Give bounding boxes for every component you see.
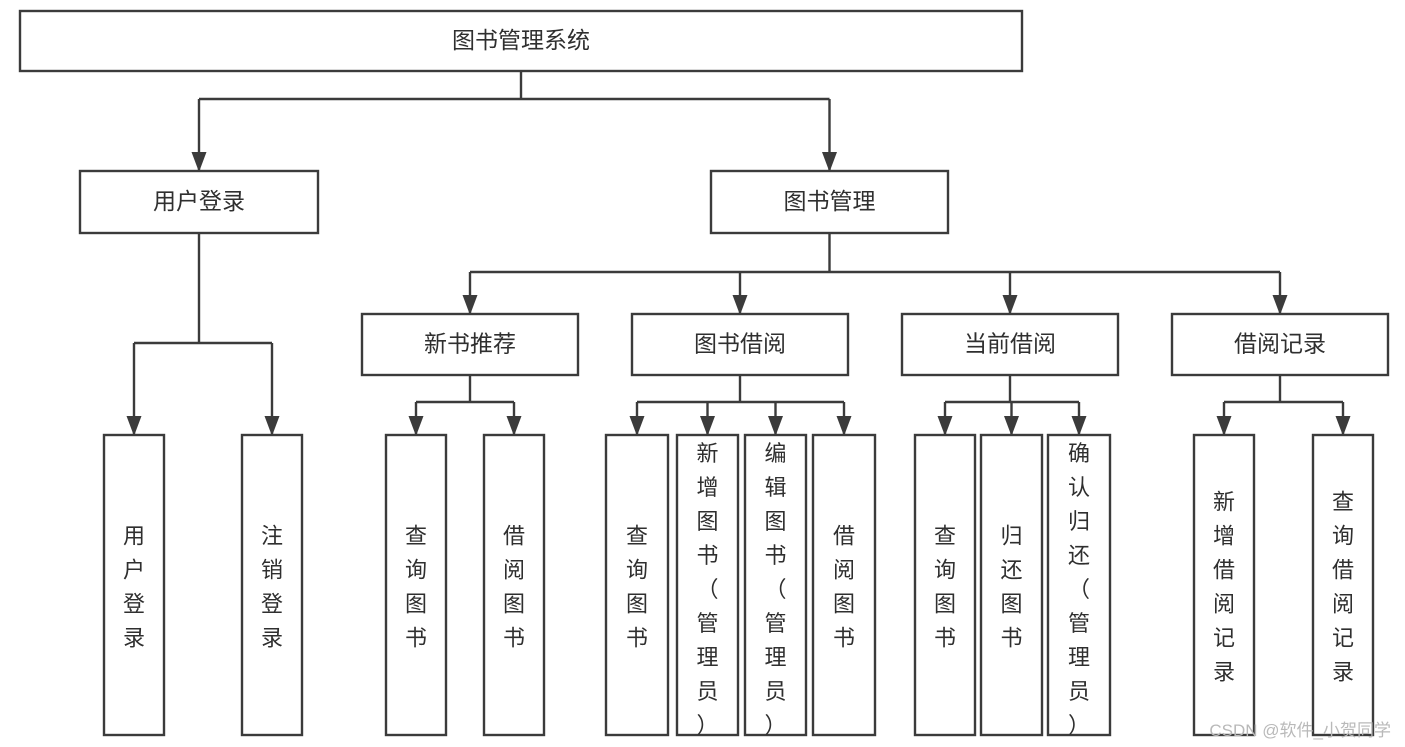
node-label: 图书管理系统 — [452, 27, 590, 53]
arrow-head-icon — [264, 416, 280, 436]
node-box[interactable] — [900, 312, 1120, 377]
node-box[interactable] — [811, 433, 877, 737]
node-leaf-borrow-query[interactable]: 查询图书 — [604, 433, 670, 737]
node-label: 归还图书 — [1000, 524, 1022, 651]
node-label: 查询借阅记录 — [1332, 490, 1354, 685]
node-box[interactable] — [18, 9, 1024, 73]
node-box[interactable] — [384, 433, 448, 737]
node-bookmgmt[interactable]: 图书管理 — [709, 169, 950, 235]
node-leaf-user-logout[interactable]: 注销登录 — [240, 433, 304, 737]
node-box[interactable] — [675, 433, 740, 737]
node-box[interactable] — [604, 433, 670, 737]
node-box[interactable] — [1192, 433, 1256, 737]
node-root[interactable]: 图书管理系统 — [18, 9, 1024, 73]
node-box[interactable] — [1046, 433, 1112, 737]
arrow-head-icon — [836, 416, 852, 436]
node-label: 用户登录 — [153, 188, 245, 214]
node-box[interactable] — [630, 312, 850, 377]
arrow-head-icon — [462, 295, 478, 315]
node-label: 查询图书 — [626, 524, 648, 651]
node-box[interactable] — [78, 169, 320, 235]
arrow-head-icon — [408, 416, 424, 436]
node-label: 编辑图书（管理员） — [764, 441, 786, 738]
arrow-head-icon — [629, 416, 645, 436]
node-label: 注销登录 — [261, 524, 283, 651]
node-leaf-new-query[interactable]: 查询图书 — [384, 433, 448, 737]
node-records[interactable]: 借阅记录 — [1170, 312, 1390, 377]
node-borrow[interactable]: 图书借阅 — [630, 312, 850, 377]
arrow-head-icon — [191, 152, 207, 172]
arrow-head-icon — [1071, 416, 1087, 436]
node-label: 查询图书 — [934, 524, 956, 651]
arrow-head-icon — [1004, 416, 1019, 436]
arrow-head-icon — [1216, 416, 1232, 436]
arrow-head-icon — [700, 416, 715, 436]
arrow-head-icon — [1002, 295, 1018, 315]
node-label: 借阅图书 — [833, 524, 855, 651]
node-leaf-borrow-edit[interactable]: 编辑图书（管理员） — [743, 433, 808, 738]
node-leaf-user-login[interactable]: 用户登录 — [102, 433, 166, 737]
node-label: 新书推荐 — [424, 331, 516, 357]
node-box[interactable] — [102, 433, 166, 737]
arrow-head-icon — [126, 416, 142, 436]
node-box[interactable] — [709, 169, 950, 235]
node-label: 新增图书（管理员） — [696, 441, 718, 738]
node-leaf-rec-query[interactable]: 查询借阅记录 — [1311, 433, 1375, 737]
node-label: 用户登录 — [123, 524, 145, 651]
node-label: 确认归还（管理员） — [1068, 441, 1090, 738]
arrow-head-icon — [768, 416, 783, 436]
node-leaf-rec-add[interactable]: 新增借阅记录 — [1192, 433, 1256, 737]
node-box[interactable] — [360, 312, 580, 377]
arrow-head-icon — [1335, 416, 1351, 436]
arrow-head-icon — [506, 416, 522, 436]
node-newbook[interactable]: 新书推荐 — [360, 312, 580, 377]
node-label: 查询图书 — [405, 524, 427, 651]
node-box[interactable] — [240, 433, 304, 737]
node-box[interactable] — [913, 433, 977, 737]
node-leaf-cur-confirm[interactable]: 确认归还（管理员） — [1046, 433, 1112, 738]
node-label: 图书借阅 — [694, 331, 786, 357]
node-label: 借阅图书 — [503, 524, 525, 651]
node-leaf-borrow-add[interactable]: 新增图书（管理员） — [675, 433, 740, 738]
node-box[interactable] — [1170, 312, 1390, 377]
node-leaf-cur-return[interactable]: 归还图书 — [979, 433, 1044, 737]
node-label: 当前借阅 — [964, 331, 1056, 357]
node-leaf-cur-query[interactable]: 查询图书 — [913, 433, 977, 737]
arrow-head-icon — [1272, 295, 1288, 315]
arrow-head-icon — [732, 295, 748, 315]
node-box[interactable] — [979, 433, 1044, 737]
arrow-head-icon — [937, 416, 953, 436]
node-login[interactable]: 用户登录 — [78, 169, 320, 235]
node-box[interactable] — [482, 433, 546, 737]
watermark: CSDN @软件_小贺同学 — [1209, 721, 1391, 740]
arrow-head-icon — [822, 152, 837, 172]
node-label: 借阅记录 — [1234, 331, 1326, 357]
node-label: 图书管理 — [784, 188, 876, 214]
node-box[interactable] — [743, 433, 808, 737]
node-current[interactable]: 当前借阅 — [900, 312, 1120, 377]
node-label: 新增借阅记录 — [1213, 490, 1235, 685]
node-layer: 图书管理系统用户登录图书管理新书推荐图书借阅当前借阅借阅记录用户登录注销登录查询… — [18, 9, 1390, 738]
node-leaf-new-borrow[interactable]: 借阅图书 — [482, 433, 546, 737]
node-box[interactable] — [1311, 433, 1375, 737]
connector-layer — [126, 71, 1351, 436]
node-leaf-borrow-lend[interactable]: 借阅图书 — [811, 433, 877, 737]
